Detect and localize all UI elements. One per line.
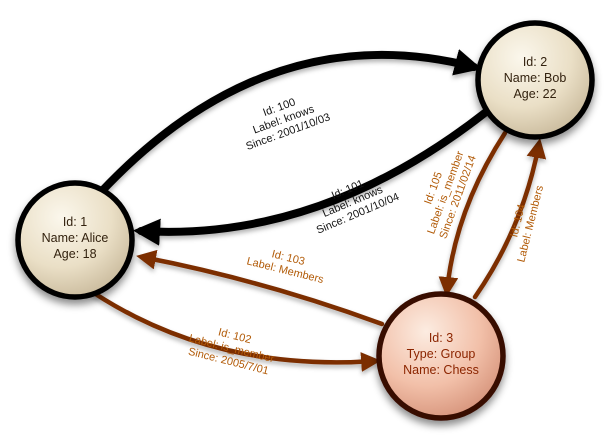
node-bob-id: Id: 2 [523, 55, 547, 69]
node-chess-type: Type: Group [407, 347, 476, 361]
node-chess-group[interactable]: Id: 3 Type: Group Name: Chess [376, 291, 506, 421]
edge-102-is-member-alice-to-group[interactable] [91, 290, 381, 372]
node-bob-age: Age: 22 [513, 87, 556, 101]
edge-label-102: Id: 102 Label: is_member Since: 2005/7/0… [187, 326, 276, 377]
edge-105-is-member-bob-to-group[interactable] [438, 130, 508, 297]
edge-103-members-group-to-alice[interactable] [136, 249, 385, 327]
edge-label-103: Id: 103 Label: Members [245, 248, 325, 286]
node-alice-id: Id: 1 [63, 215, 87, 229]
edge-101-knows-bob-to-alice[interactable] [132, 108, 490, 246]
edge-label-100: Id: 100 Label: knows Since: 2001/10/03 [244, 96, 331, 153]
node-alice-age: Age: 18 [53, 247, 96, 261]
node-bob-circle [475, 20, 595, 140]
node-chess-id: Id: 3 [429, 331, 453, 345]
node-alice[interactable]: Id: 1 Name: Alice Age: 18 [15, 180, 135, 300]
node-chess-name: Name: Chess [403, 363, 479, 377]
node-bob-name: Name: Bob [504, 71, 567, 85]
node-alice-circle [15, 180, 135, 300]
node-chess-circle [376, 291, 506, 421]
edge-104-members-group-to-bob[interactable] [472, 138, 547, 300]
node-bob[interactable]: Id: 2 Name: Bob Age: 22 [475, 20, 595, 140]
edge-100-knows-alice-to-bob[interactable] [96, 49, 482, 197]
node-alice-name: Name: Alice [42, 231, 109, 245]
